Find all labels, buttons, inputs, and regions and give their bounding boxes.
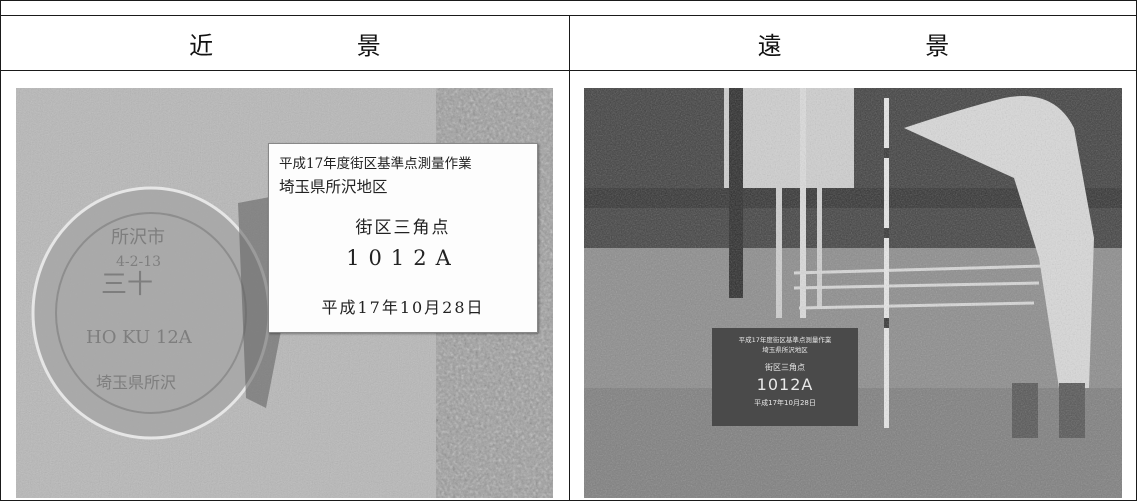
plate-point-number: 1012A [756,375,814,394]
svg-text:三十: 三十 [101,270,153,300]
sign-date: 平成17年10月28日 [321,298,485,317]
survey-point-sign: 平成17年度街区基準点測量作業 埼玉県所沢地区 街区三角点 1012A 平成17… [268,143,538,333]
far-view-photo: 平成17年度街区基準点測量作業 埼玉県所沢地区 街区三角点 1012A 平成17… [584,88,1122,498]
far-photo-image [584,88,1122,498]
sign-survey-title: 平成17年度街区基準点測量作業 [279,156,472,172]
plate-survey-title: 平成17年度街区基準点測量作業 [738,336,832,344]
svg-text:所沢市: 所沢市 [111,227,165,248]
svg-text:埼玉県所沢: 埼玉県所沢 [96,373,176,392]
column-divider [569,15,570,500]
plate-date: 平成17年10月28日 [754,399,816,407]
header-bottom-rule [1,70,1136,71]
plate-district: 埼玉県所沢地区 [762,346,808,354]
near-view-header: 近 景 [189,31,449,60]
sign-district: 埼玉県所沢地区 [279,178,388,196]
survey-point-plate: 平成17年度街区基準点測量作業 埼玉県所沢地区 街区三角点 1012A 平成17… [712,328,858,426]
sign-point-number: 1012A [346,246,460,270]
svg-text:4-2-13: 4-2-13 [116,254,161,270]
plate-point-type: 街区三角点 [765,363,805,372]
far-view-header: 遠 景 [757,31,1018,60]
near-view-photo: 所沢市 4-2-13 三十 HO KU 12A 埼玉県所沢 平成17年度街区基準… [16,88,553,498]
svg-text:HO KU 12A: HO KU 12A [86,327,193,348]
table-top-rule [1,15,1136,16]
sign-point-type: 街区三角点 [355,218,451,238]
